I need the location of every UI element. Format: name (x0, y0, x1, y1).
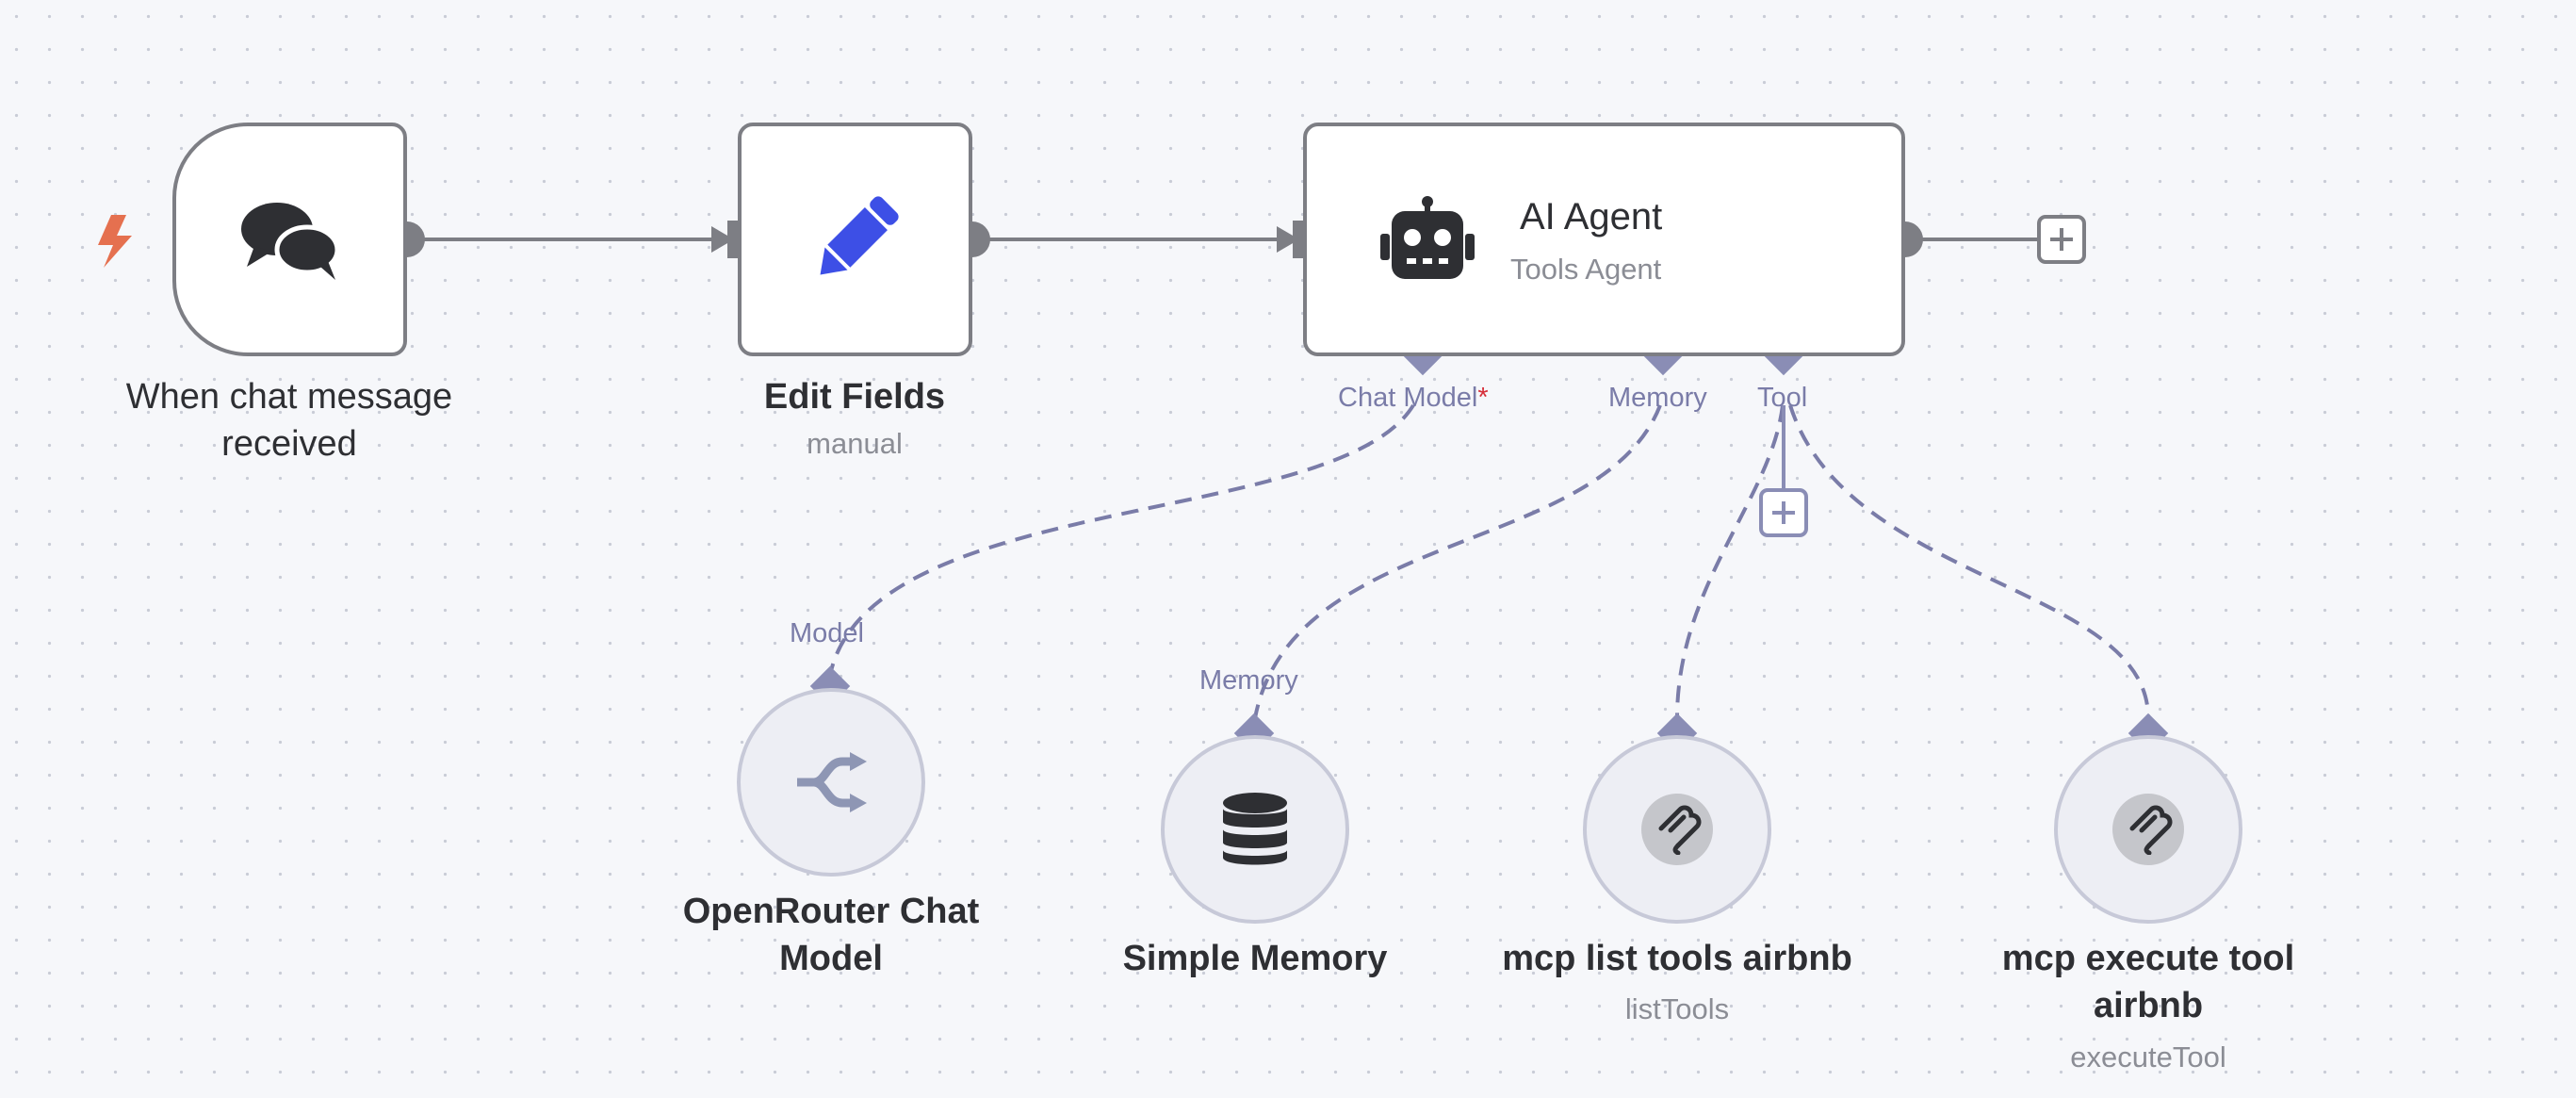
agent-subtitle: Tools Agent (1510, 253, 1662, 286)
node-mcp-list-tools[interactable] (1583, 735, 1771, 924)
openrouter-icon (741, 692, 921, 873)
required-marker: * (1477, 383, 1489, 413)
port-label-model-in: Model (790, 618, 864, 648)
node-mcp-list-label: mcp list tools airbnb (1502, 939, 1852, 978)
node-simple-memory-label: Simple Memory (1122, 939, 1388, 978)
connection-tool-list[interactable] (1675, 404, 1785, 719)
connection-tool-exec[interactable] (1788, 404, 2150, 719)
node-edit-fields[interactable] (738, 123, 972, 356)
node-chat-trigger-label: When chat message received (125, 377, 453, 464)
connection-memory[interactable] (1253, 404, 1662, 719)
node-mcp-list-sublabel: listTools (1624, 992, 1730, 1025)
node-mcp-execute-tool[interactable] (2054, 735, 2242, 924)
connection-chat-model[interactable] (829, 403, 1415, 672)
mcp-icon (1641, 794, 1713, 865)
input-handle-agent[interactable] (1293, 221, 1304, 258)
agent-title: AI Agent (1520, 196, 1663, 238)
connection-arrow-edit (711, 226, 734, 253)
database-icon (1165, 739, 1345, 920)
mcp-icon (2112, 794, 2184, 865)
add-tool-button[interactable] (1759, 488, 1808, 537)
port-label-memory-in: Memory (1199, 665, 1298, 696)
port-label-memory: Memory (1608, 383, 1707, 413)
trigger-bolt-icon (98, 215, 132, 268)
input-handle-edit[interactable] (727, 221, 739, 258)
node-ai-agent[interactable]: AI Agent Tools Agent (1303, 123, 1905, 356)
port-label-tool: Tool (1757, 383, 1808, 413)
node-openrouter-chat-model[interactable] (737, 688, 925, 877)
chat-bubbles-icon (176, 126, 403, 352)
port-label-chat-model: Chat Model* (1338, 383, 1489, 413)
add-node-button[interactable] (2037, 215, 2086, 264)
connection-arrow-agent (1277, 226, 1299, 253)
node-simple-memory[interactable] (1161, 735, 1349, 924)
plus-icon (2050, 228, 2073, 251)
node-mcp-exec-label: mcp execute tool airbnb (2001, 939, 2295, 1025)
pencil-icon (742, 126, 969, 352)
node-edit-fields-sublabel: manual (807, 427, 903, 460)
node-edit-fields-label: Edit Fields (763, 377, 946, 417)
node-mcp-exec-sublabel: executeTool (2070, 1041, 2226, 1073)
plus-icon (1772, 501, 1795, 524)
robot-icon (1375, 196, 1480, 283)
node-chat-trigger[interactable] (172, 123, 407, 356)
node-openrouter-label: OpenRouter Chat Model (682, 892, 980, 978)
